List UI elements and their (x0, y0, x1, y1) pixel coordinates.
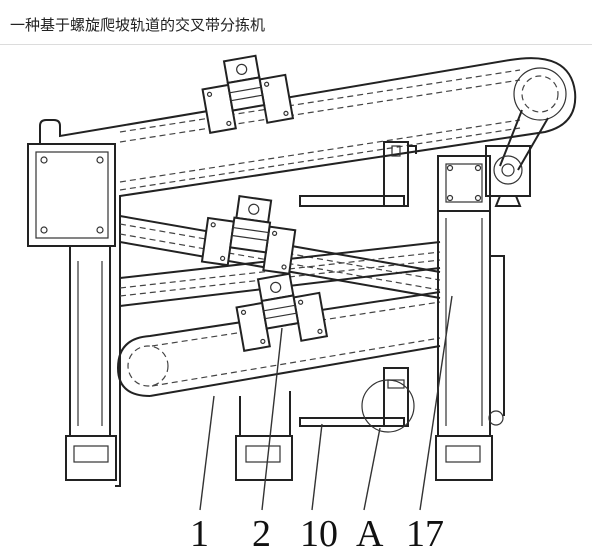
right-column (435, 155, 505, 481)
upper-chute (299, 141, 417, 207)
page-title: 一种基于螺旋爬坡轨道的交叉带分拣机 (10, 16, 266, 34)
leader-lines (199, 295, 453, 511)
label-2: 2 (252, 513, 271, 555)
title-bar: 一种基于螺旋爬坡轨道的交叉带分拣机 (0, 0, 592, 45)
lower-conveyor (116, 291, 441, 481)
carriage-middle (200, 195, 297, 275)
label-1: 1 (190, 513, 209, 555)
patent-drawing: 1 2 10 A 17 (27, 54, 577, 555)
lower-chute (299, 367, 415, 433)
carriage-top (201, 54, 295, 134)
reference-labels: 1 2 10 A 17 (190, 513, 444, 555)
label-A: A (356, 513, 384, 555)
carriage-lower (235, 272, 329, 352)
machine-frame (27, 57, 577, 487)
label-10: 10 (300, 513, 338, 555)
label-17: 17 (406, 513, 444, 555)
